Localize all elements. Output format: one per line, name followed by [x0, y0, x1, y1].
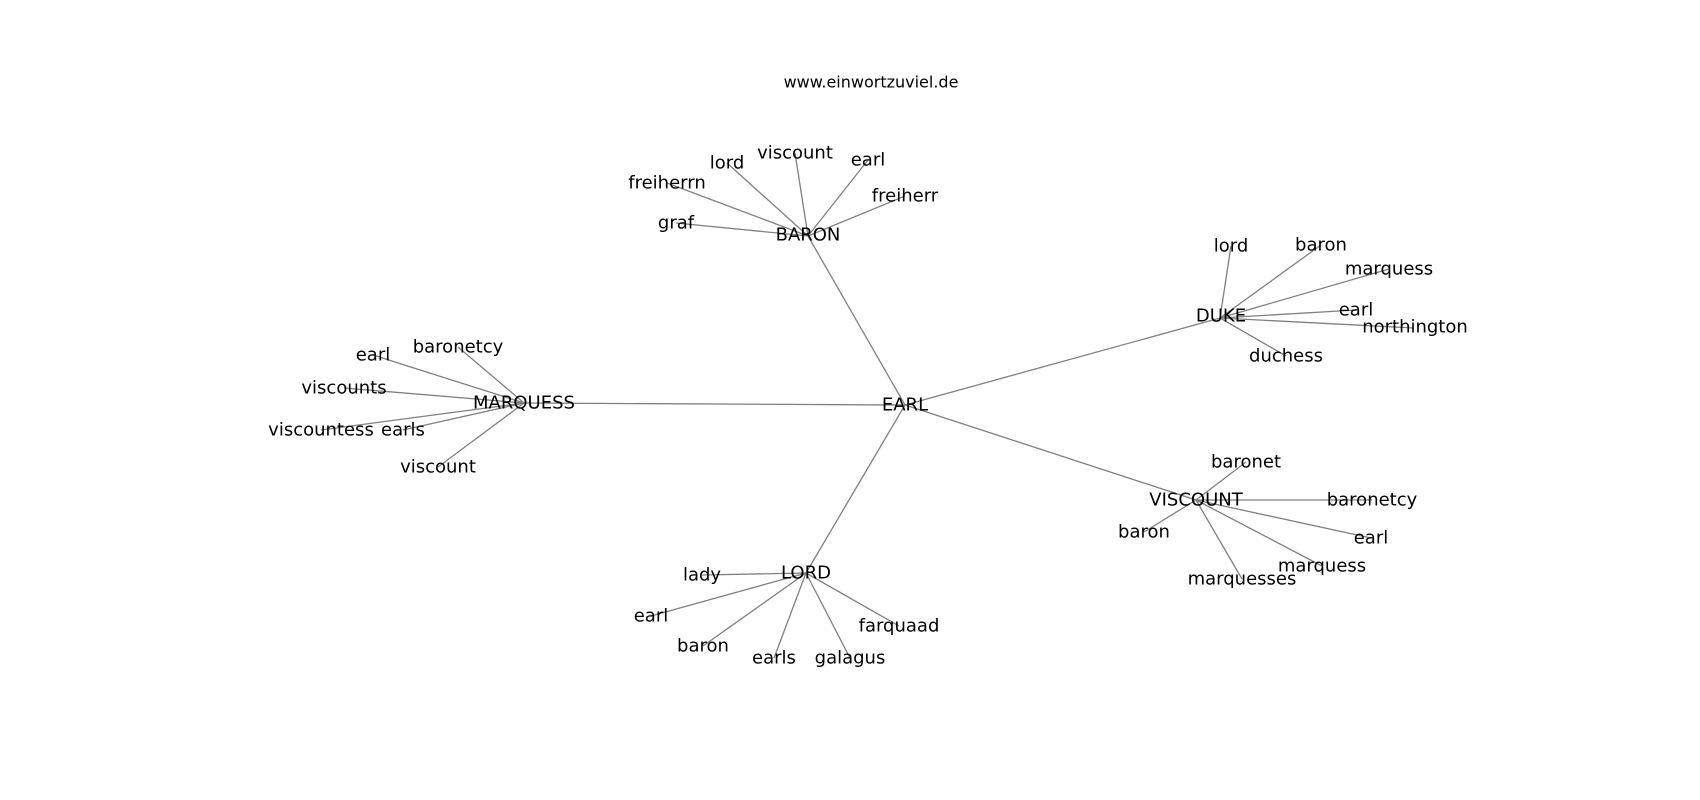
edge-baron-freiherrn: [666, 182, 809, 237]
node-leaf-marquess-viscounts: viscounts: [301, 378, 386, 399]
node-leaf-marquess-viscountess: viscountess: [268, 420, 374, 441]
node-leaf-lord-baron: baron: [677, 636, 729, 657]
node-leaf-baron-viscount: viscount: [757, 143, 833, 164]
node-leaf-duke-baron: baron: [1295, 235, 1347, 256]
node-leaf-viscount-baron: baron: [1118, 522, 1170, 543]
node-leaf-lord-lady: lady: [683, 565, 721, 586]
edge-viscount-marquess: [1195, 499, 1323, 567]
node-leaf-duke-northington: northington: [1362, 317, 1468, 338]
edge-viscount-marquesses: [1195, 499, 1243, 580]
edge-marquess-viscountess: [320, 402, 525, 431]
edge-marquess-viscount: [437, 402, 525, 468]
site-title: www.einwortzuviel.de: [784, 73, 959, 92]
node-hub-viscount: VISCOUNT: [1149, 490, 1243, 511]
edge-duke-baron: [1219, 244, 1322, 319]
edge-baron-graf: [675, 222, 809, 237]
edge-duke-marquess: [1219, 268, 1390, 319]
edges-layer: [320, 152, 1415, 659]
node-leaf-duke-duchess: duchess: [1249, 346, 1323, 367]
edge-earl-lord: [805, 404, 906, 574]
node-hub-lord: LORD: [781, 563, 831, 584]
node-leaf-lord-galagus: galagus: [815, 648, 886, 669]
node-leaf-baron-freiherr: freiherr: [872, 186, 939, 207]
edge-viscount-baron: [1143, 499, 1197, 533]
node-leaf-viscount-marquess: marquess: [1278, 556, 1366, 577]
edge-viscount-earl: [1195, 499, 1372, 539]
edge-earl-viscount: [904, 404, 1197, 501]
edge-marquess-baronetcy: [457, 346, 525, 404]
node-hub-marquess: MARQUESS: [473, 393, 575, 414]
node-leaf-marquess-baronetcy: baronetcy: [413, 337, 504, 358]
edge-viscount-baronet: [1195, 461, 1247, 501]
edge-marquess-earls: [402, 402, 525, 431]
edge-earl-marquess: [523, 402, 906, 406]
node-leaf-viscount-marquesses: marquesses: [1188, 569, 1297, 590]
node-leaf-baron-lord: lord: [710, 153, 745, 174]
node-hub-baron: BARON: [776, 225, 841, 246]
node-leaf-viscount-baronetcy: baronetcy: [1327, 490, 1418, 511]
edge-duke-northington: [1219, 317, 1415, 329]
node-leaf-lord-earl: earl: [634, 606, 669, 627]
edge-lord-earl: [650, 572, 807, 617]
edge-duke-duchess: [1219, 317, 1287, 357]
edge-baron-earl: [807, 159, 869, 237]
node-leaf-baron-graf: graf: [658, 213, 695, 234]
edge-lord-galagus: [805, 572, 851, 659]
node-leaf-duke-earl: earl: [1339, 300, 1374, 321]
node-leaf-marquess-earl: earl: [356, 345, 391, 366]
node-leaf-viscount-baronet: baronet: [1211, 452, 1281, 473]
edge-earl-baron: [807, 235, 906, 406]
node-leaf-marquess-earls: earls: [381, 420, 425, 441]
edge-baron-freiherr: [807, 195, 906, 237]
edge-lord-farquaad: [805, 572, 900, 627]
node-hub-duke: DUKE: [1196, 306, 1246, 327]
node-center-earl: EARL: [882, 395, 928, 416]
node-leaf-baron-freiherrn: freiherrn: [628, 173, 705, 194]
node-leaf-viscount-earl: earl: [1354, 528, 1389, 549]
edge-baron-lord: [726, 162, 809, 237]
edge-marquess-viscounts: [343, 387, 525, 404]
node-leaf-lord-farquaad: farquaad: [859, 616, 940, 637]
edge-lord-lady: [701, 572, 807, 576]
edge-duke-earl: [1219, 309, 1357, 319]
edge-lord-baron: [702, 572, 807, 647]
node-leaf-baron-earl: earl: [851, 150, 886, 171]
node-leaf-duke-lord: lord: [1214, 236, 1249, 257]
edge-lord-earls: [773, 572, 807, 659]
edge-earl-duke: [904, 317, 1221, 406]
node-leaf-duke-marquess: marquess: [1345, 259, 1433, 280]
edge-baron-viscount: [794, 152, 809, 237]
edge-duke-lord: [1219, 245, 1232, 319]
node-leaf-lord-earls: earls: [752, 648, 796, 669]
node-leaf-marquess-viscount: viscount: [400, 457, 476, 478]
edge-marquess-earl: [372, 354, 525, 404]
